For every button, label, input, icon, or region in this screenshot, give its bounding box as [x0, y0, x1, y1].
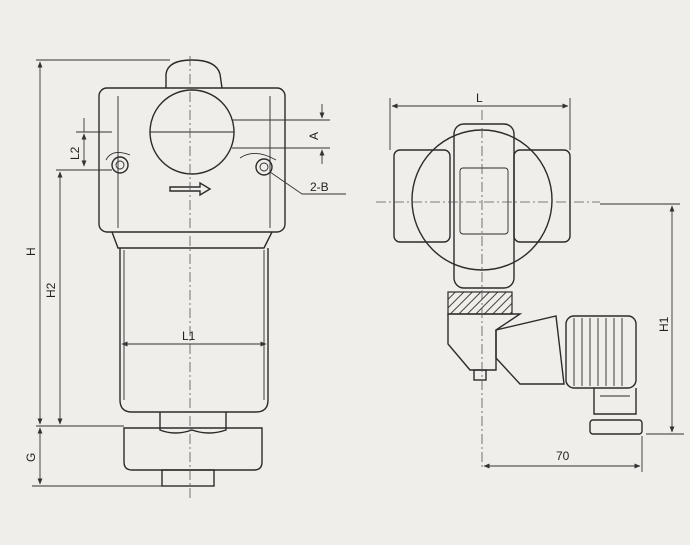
cable-gland [593, 388, 637, 415]
connector-body [565, 315, 637, 389]
side-pin [473, 369, 487, 381]
connector-fins [573, 318, 623, 386]
front-view [98, 56, 286, 500]
gland-nut [589, 419, 643, 435]
side-view [376, 110, 643, 470]
l1-label: L1 [182, 329, 196, 343]
head-block [98, 87, 286, 233]
flow-arrow-icon [169, 181, 212, 197]
b-leader [269, 171, 303, 195]
h1-label: H1 [657, 316, 671, 332]
g-label: G [24, 453, 38, 462]
filter-bowl [119, 248, 269, 413]
hole-lug-right [239, 153, 277, 161]
d70-label: 70 [556, 449, 570, 463]
side-port-left [393, 149, 451, 243]
front-dimensions: H H2 L2 G A 2-B L1 [24, 59, 346, 487]
h2-label: H2 [44, 282, 58, 298]
drain-plug [161, 469, 215, 487]
mount-hole-left [111, 156, 129, 174]
a-label: A [307, 132, 321, 140]
hole-lug-left [105, 151, 131, 161]
side-window [459, 167, 509, 235]
h-label: H [24, 247, 38, 256]
bottom-cup [123, 427, 263, 471]
l-label: L [476, 91, 483, 105]
side-column [453, 123, 515, 289]
connector-arm [495, 315, 565, 385]
side-lower-body [447, 313, 523, 371]
mount-hole-right-inner [259, 162, 269, 172]
l2-label: L2 [68, 146, 82, 160]
side-thread [447, 291, 513, 315]
top-boss [165, 59, 223, 89]
mount-hole-left-inner [115, 160, 125, 170]
drain-nut [159, 412, 227, 434]
head-neck [111, 231, 273, 249]
b-label: 2-B [310, 180, 329, 194]
mount-hole-right [255, 158, 273, 176]
side-dimensions: L H1 70 [389, 91, 684, 472]
